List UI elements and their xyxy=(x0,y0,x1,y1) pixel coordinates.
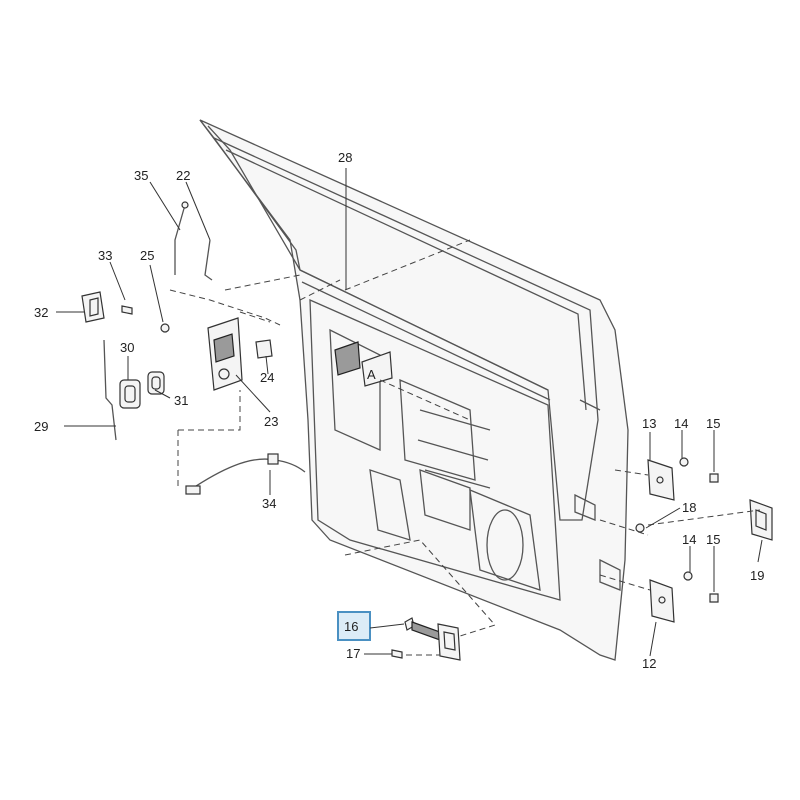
part-32-handle-bracket xyxy=(81,291,105,323)
callout-19: 19 xyxy=(750,568,764,583)
callout-30: 30 xyxy=(120,340,134,355)
callout-35: 35 xyxy=(134,168,148,183)
part-16-door-check xyxy=(404,617,461,661)
part-30-seal xyxy=(119,379,141,409)
callout-labels: 28 35 22 33 25 32 30 24 31 23 29 34 13 1… xyxy=(34,150,764,671)
part-35-rod xyxy=(174,204,186,275)
callout-14-lower: 14 xyxy=(682,532,696,547)
part-19-striker xyxy=(749,499,773,541)
part-12-lower-hinge xyxy=(649,579,675,623)
callout-31: 31 xyxy=(174,393,188,408)
bolt-15-lower xyxy=(709,593,719,603)
callout-25: 25 xyxy=(140,248,154,263)
part-17-screw xyxy=(391,649,403,659)
bolt-18 xyxy=(635,523,645,533)
callout-32: 32 xyxy=(34,305,48,320)
bolt-15-upper xyxy=(709,473,719,483)
callout-24: 24 xyxy=(260,370,274,385)
part-13-upper-hinge xyxy=(647,459,675,501)
part-22-rod xyxy=(204,239,213,281)
part-24-clip xyxy=(255,339,273,359)
callout-33: 33 xyxy=(98,248,112,263)
part-29-rod xyxy=(103,339,117,441)
part-33-screw xyxy=(121,305,133,315)
callout-28: 28 xyxy=(338,150,352,165)
callout-15-lower: 15 xyxy=(706,532,720,547)
highlight-box-16 xyxy=(337,611,371,641)
callout-16: 16 xyxy=(344,619,358,634)
part-25-screw xyxy=(160,323,170,333)
callout-29: 29 xyxy=(34,419,48,434)
callout-17: 17 xyxy=(346,646,360,661)
callout-23: 23 xyxy=(264,414,278,429)
assembly-lines xyxy=(169,239,761,656)
bolt-14-upper xyxy=(679,457,689,467)
callout-13: 13 xyxy=(642,416,656,431)
callout-15-upper: 15 xyxy=(706,416,720,431)
door-shell: A xyxy=(199,119,629,661)
callout-18: 18 xyxy=(682,500,696,515)
callout-14-upper: 14 xyxy=(674,416,688,431)
callout-22: 22 xyxy=(176,168,190,183)
part-23-latch xyxy=(207,317,243,391)
part-34-cable xyxy=(185,453,306,495)
svg-text:A: A xyxy=(367,367,376,382)
part-31-seal xyxy=(147,371,165,395)
bolt-14-lower xyxy=(683,571,693,581)
callout-12: 12 xyxy=(642,656,656,671)
callout-34: 34 xyxy=(262,496,276,511)
leader-lines xyxy=(56,168,763,657)
